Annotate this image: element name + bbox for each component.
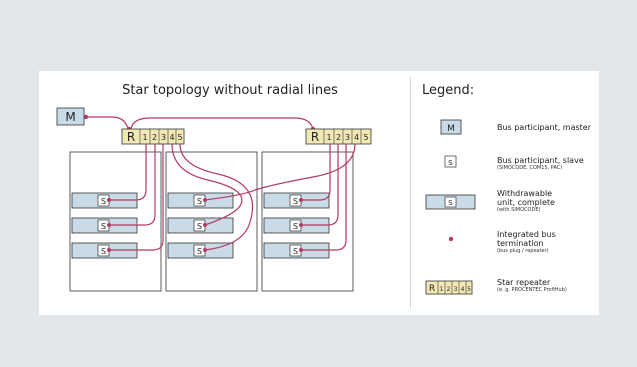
legend-item-label: Withdrawable unit, complete [497, 189, 555, 207]
legend-item-note: (SIMOCODE, COM15, PAC) [497, 165, 563, 171]
termination-dot [107, 223, 111, 227]
termination-dot [203, 248, 207, 252]
slave-group: S S S S S S S S S [97, 194, 302, 257]
legend-item-label: Bus participant, slave [497, 156, 584, 165]
master-box [56, 107, 85, 126]
cable-r1-p5 [179, 143, 254, 251]
repeater-label: R [127, 130, 135, 144]
termination-dot [203, 198, 207, 202]
legend-repeater-label: R [429, 284, 435, 294]
cable-r1-p3 [109, 144, 164, 251]
slave-label: S [197, 247, 202, 256]
legend-item-master: Bus participant, master [497, 123, 591, 132]
slave-label: S [197, 222, 202, 231]
slave-label: S [101, 197, 106, 206]
bus-cables [86, 116, 356, 251]
legend-item-termination: Integrated bus termination (bus plug / r… [497, 230, 565, 254]
cable-r1-p4 [171, 143, 243, 226]
legend-termination-symbol [448, 236, 454, 242]
panel-divider [410, 77, 411, 309]
legend-port-label: 3 [454, 286, 458, 293]
port-label: 5 [177, 133, 182, 142]
port-label: 1 [326, 133, 331, 142]
legend-item-note: (e. g. PROCENTEC ProfiHub) [497, 287, 567, 293]
star-repeater-2: R 1 2 3 4 5 [305, 128, 372, 145]
star-repeater-1: R 1 2 3 4 5 [121, 128, 185, 145]
port-label: 2 [336, 133, 341, 142]
legend-slave-label: S [448, 159, 453, 167]
legend-master-label: M [447, 124, 455, 134]
legend-symbols: M S S R 1 2 3 4 5 [425, 119, 476, 295]
slave-label: S [101, 247, 106, 256]
termination-dot [107, 198, 111, 202]
port-label: 3 [345, 133, 350, 142]
termination-dot [299, 248, 303, 252]
master-label: M [65, 110, 75, 124]
legend-port-label: 5 [467, 286, 471, 293]
diagram-title: Star topology without radial lines [122, 83, 338, 98]
legend-drawer-slave-label: S [448, 199, 453, 207]
port-label: 4 [169, 133, 174, 142]
repeater-label: R [311, 130, 319, 144]
cable-repeater-link [130, 117, 314, 130]
termination-dot [107, 248, 111, 252]
port-label: 3 [161, 133, 166, 142]
termination-dot [299, 223, 303, 227]
cable-r1-p1 [109, 144, 147, 201]
slave-label: S [293, 197, 298, 206]
legend-item-repeater: Star repeater (e. g. PROCENTEC ProfiHub) [497, 278, 597, 293]
legend-slave-symbol [444, 155, 457, 168]
legend-master-symbol [440, 119, 462, 135]
legend-port-label: 2 [447, 286, 451, 293]
slave-label: S [293, 247, 298, 256]
cable-master-to-repeater-1 [86, 116, 129, 130]
legend-port-label: 4 [461, 286, 465, 293]
legend-item-label: Integrated bus termination [497, 230, 556, 248]
legend-port-label: 1 [440, 286, 444, 293]
repeater-body [305, 128, 372, 145]
legend-item-label: Star repeater [497, 278, 551, 287]
termination-dot [299, 198, 303, 202]
slave-label: S [197, 197, 202, 206]
cable-r2-p2 [301, 144, 339, 226]
legend-item-slave: Bus participant, slave (SIMOCODE, COM15,… [497, 156, 597, 171]
cable-r2-p4 [204, 143, 356, 201]
legend-item-note: (bus plug / repeater) [497, 248, 549, 254]
port-label: 5 [363, 133, 368, 142]
termination-dots [83, 114, 316, 252]
legend-repeater-symbol [425, 280, 473, 295]
port-label: 2 [152, 133, 157, 142]
legend-item-note: (with SIMOCODE) [497, 207, 541, 213]
cable-r2-p1 [301, 144, 331, 201]
legend-item-drawer: Withdrawable unit, complete (with SIMOCO… [497, 189, 569, 213]
termination-dot [83, 114, 89, 120]
legend-drawer-slave [444, 196, 457, 208]
repeater-body [121, 128, 185, 145]
termination-dot [203, 223, 207, 227]
cable-r2-p3 [301, 144, 347, 251]
legend-item-label: Bus participant, master [497, 123, 592, 132]
slave-label: S [293, 222, 298, 231]
port-label: 4 [354, 133, 359, 142]
slave-label: S [101, 222, 106, 231]
port-label: 1 [142, 133, 147, 142]
cable-r1-p2 [109, 144, 156, 226]
legend-title: Legend: [422, 83, 475, 98]
